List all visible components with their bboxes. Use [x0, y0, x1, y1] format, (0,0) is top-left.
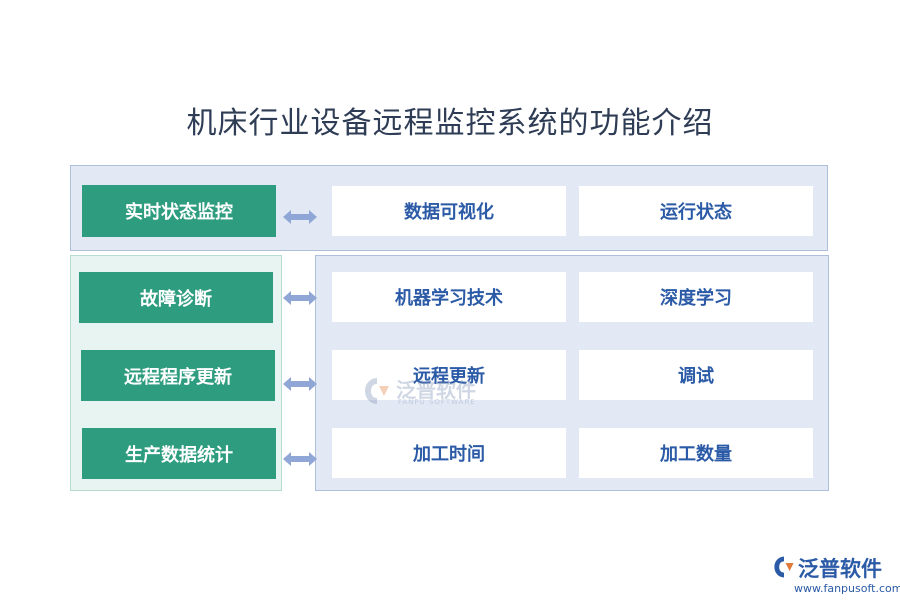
- double-arrow-icon: [283, 210, 317, 224]
- item-debugging: 调试: [579, 350, 813, 400]
- logo-name: 泛普软件: [798, 557, 882, 581]
- category-fault-diagnosis: 故障诊断: [79, 272, 273, 323]
- fanpu-logo-icon: [774, 556, 794, 578]
- page-title: 机床行业设备远程监控系统的功能介绍: [186, 106, 714, 141]
- item-machine-learning: 机器学习技术: [332, 272, 566, 322]
- category-realtime-monitoring: 实时状态监控: [82, 185, 276, 237]
- item-processing-quantity: 加工数量: [579, 428, 813, 478]
- double-arrow-icon: [283, 377, 317, 391]
- category-production-statistics: 生产数据统计: [82, 428, 276, 479]
- brand-logo: 泛普软件 www.fanpusoft.com: [770, 553, 900, 598]
- item-processing-time: 加工时间: [332, 428, 566, 478]
- logo-url: www.fanpusoft.com: [794, 582, 900, 595]
- item-data-visualization: 数据可视化: [332, 186, 566, 236]
- item-remote-update: 远程更新: [332, 350, 566, 400]
- double-arrow-icon: [283, 291, 317, 305]
- category-remote-update: 远程程序更新: [81, 350, 275, 401]
- double-arrow-icon: [283, 452, 317, 466]
- item-deep-learning: 深度学习: [579, 272, 813, 322]
- item-running-status: 运行状态: [579, 186, 813, 236]
